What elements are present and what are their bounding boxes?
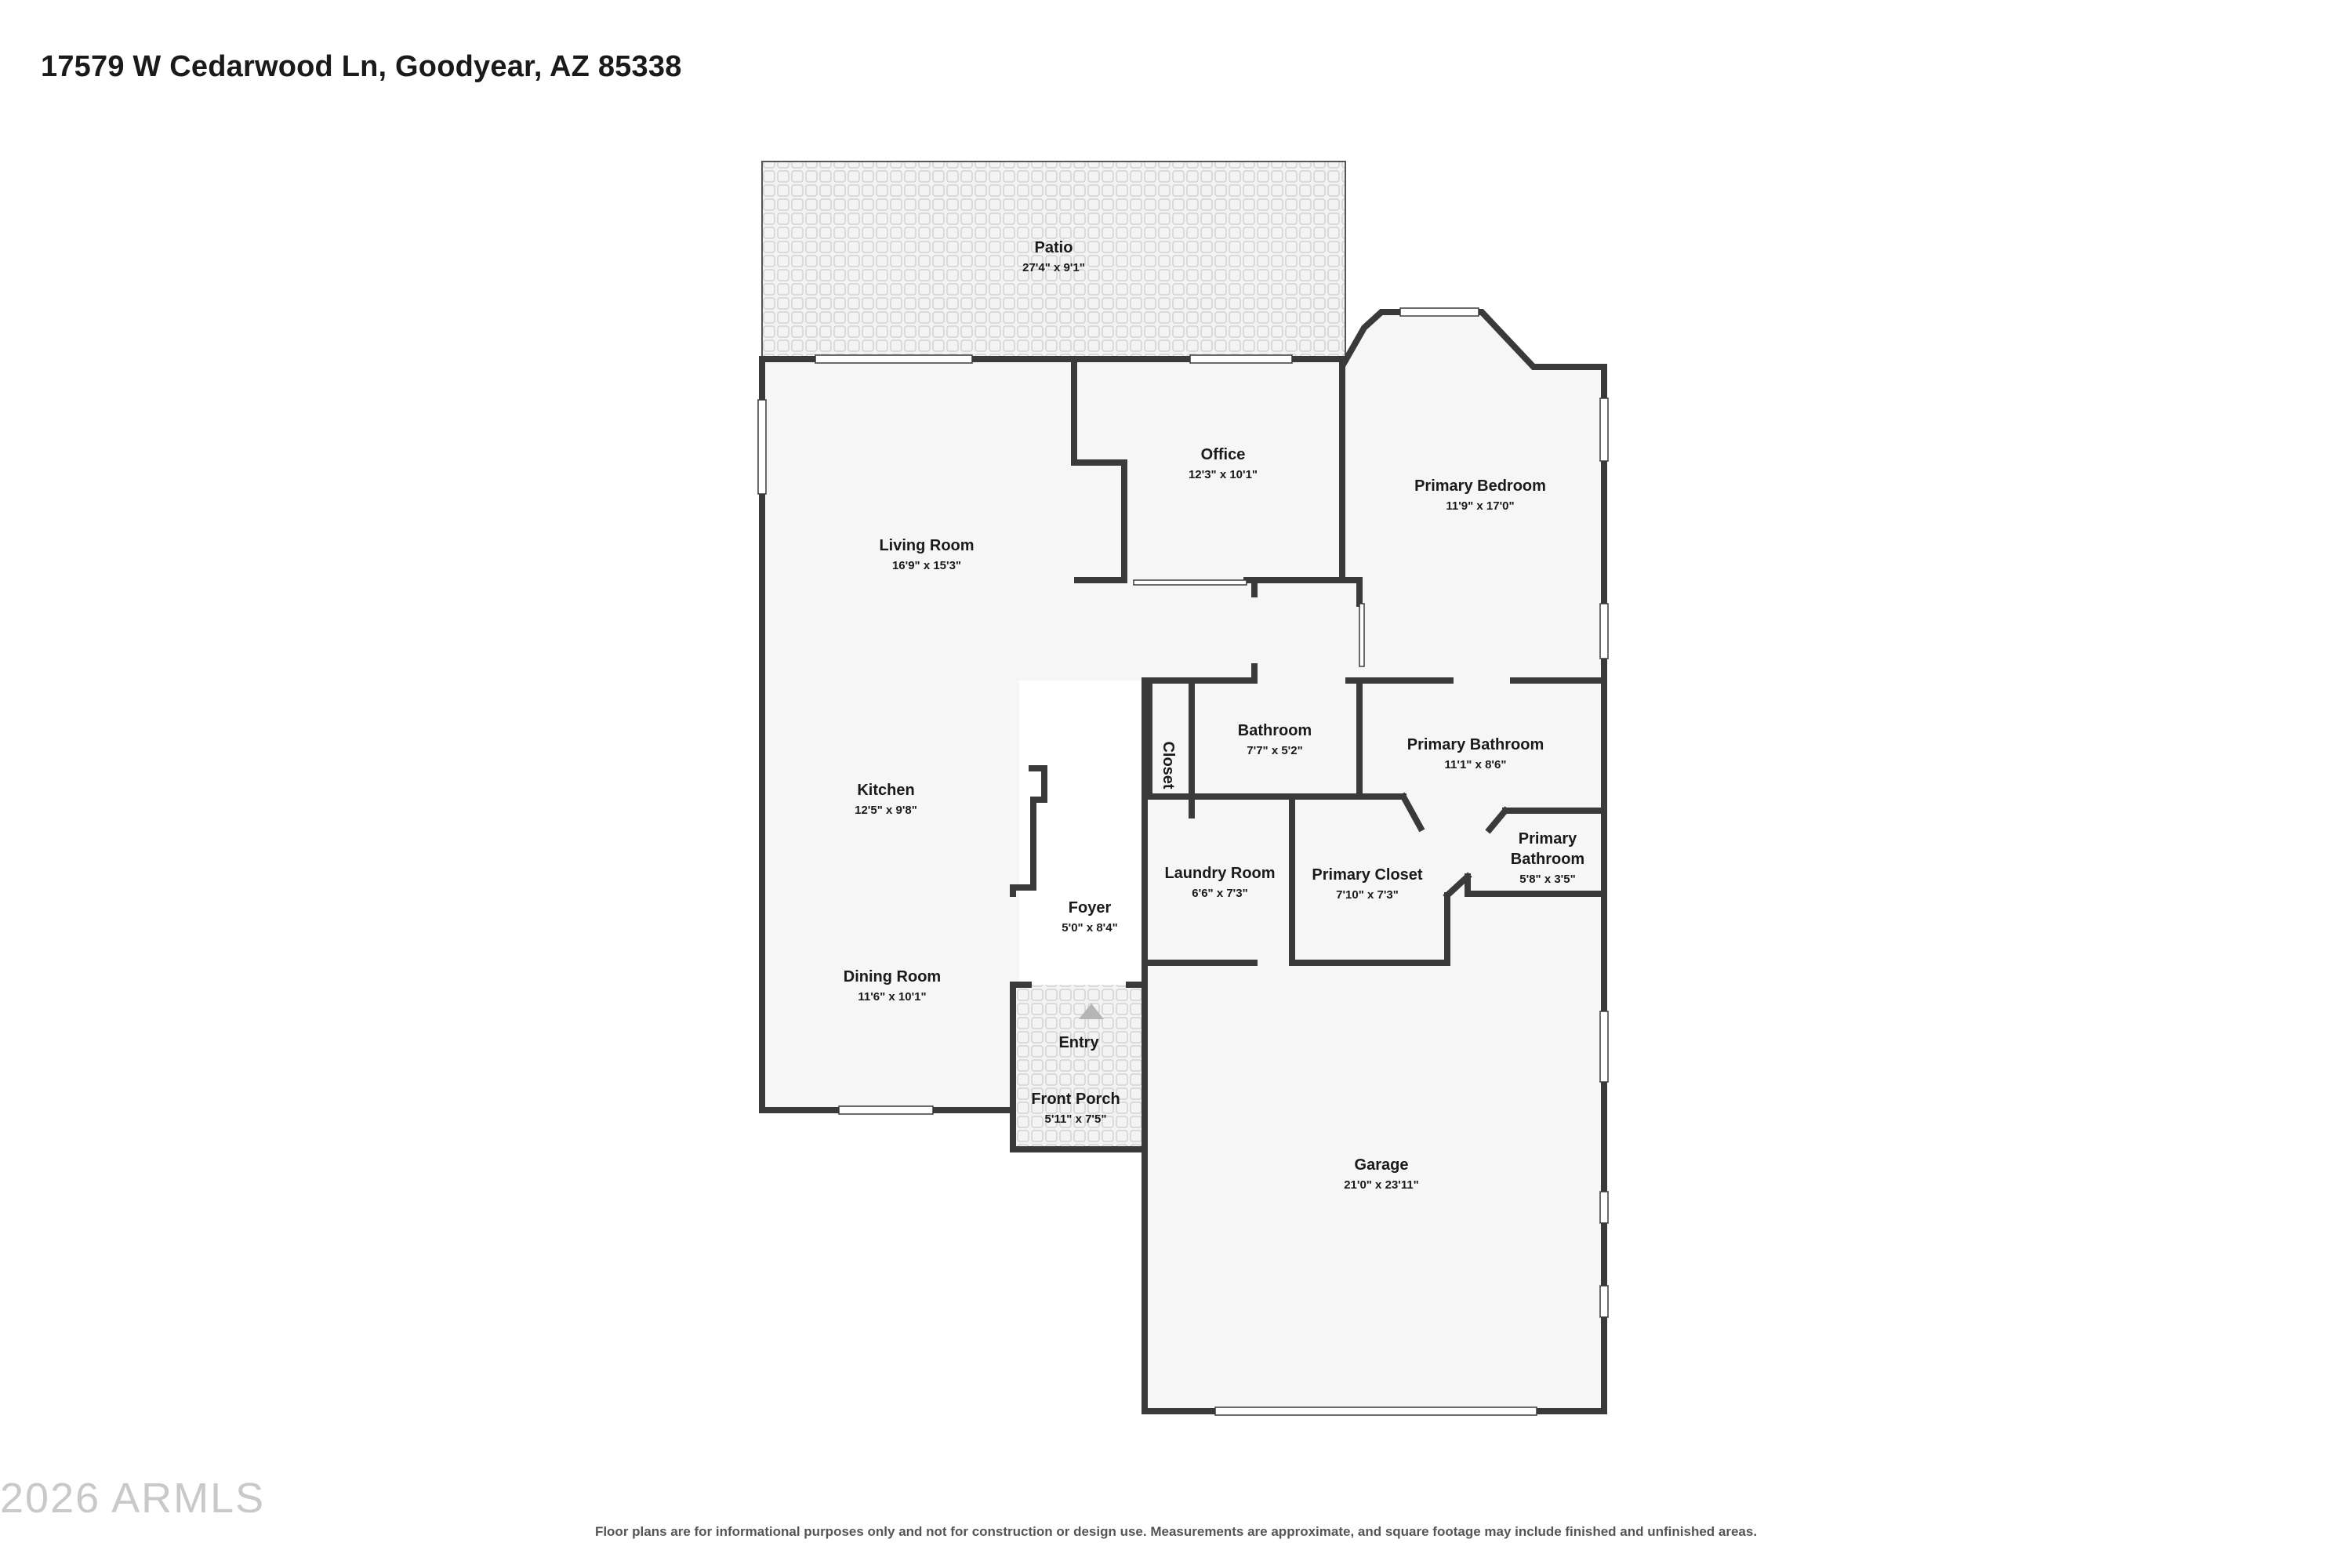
room-dims-patio: 27'4" x 9'1" (1022, 261, 1085, 274)
room-dims-living-room: 16'9" x 15'3" (892, 559, 961, 572)
room-dims-foyer: 5'0" x 8'4" (1062, 921, 1117, 935)
property-address: 17579 W Cedarwood Ln, Goodyear, AZ 85338 (41, 50, 682, 83)
room-dims-dining-room: 11'6" x 10'1" (858, 990, 926, 1004)
room-dims-bathroom: 7'7" x 5'2" (1247, 744, 1302, 757)
room-name-primary-bathroom: Primary Bathroom (1407, 736, 1544, 753)
room-name-kitchen: Kitchen (857, 782, 914, 799)
room-dims-primary-bathroom-2: 5'8" x 3'5" (1519, 873, 1575, 886)
room-dims-primary-closet: 7'10" x 7'3" (1336, 888, 1399, 902)
room-name-bathroom: Bathroom (1238, 722, 1312, 739)
room-dims-front-porch: 5'11" x 7'5" (1045, 1112, 1107, 1126)
room-dims-laundry-room: 6'6" x 7'3" (1192, 887, 1247, 900)
room-dims-primary-bedroom: 11'9" x 17'0" (1446, 499, 1514, 513)
room-name-office: Office (1201, 446, 1246, 463)
room-name-primary-bedroom: Primary Bedroom (1414, 477, 1546, 495)
room-dims-kitchen: 12'5" x 9'8" (855, 804, 917, 817)
room-name-front-porch: Front Porch (1031, 1091, 1120, 1108)
room-name-garage: Garage (1355, 1156, 1409, 1174)
room-dims-garage: 21'0" x 23'11" (1344, 1178, 1419, 1192)
room-dims-office: 12'3" x 10'1" (1189, 468, 1258, 481)
room-name-dining-room: Dining Room (844, 968, 941, 985)
windows (757, 307, 1609, 1416)
room-labels: Patio 27'4" x 9'1" Office 12'3" x 10'1" … (844, 239, 1584, 1192)
room-dims-primary-bathroom: 11'1" x 8'6" (1445, 758, 1507, 771)
room-name-foyer: Foyer (1069, 899, 1112, 916)
disclaimer-text: Floor plans are for informational purpos… (594, 1524, 1758, 1539)
entry-arrow-icon (1079, 1004, 1104, 1019)
room-name-living-room: Living Room (879, 537, 974, 554)
watermark-text: 2026 ARMLS (0, 1475, 266, 1522)
patio-area (761, 161, 1346, 360)
front-porch-area (1013, 985, 1145, 1149)
room-name-patio: Patio (1035, 239, 1073, 256)
room-name-primary-bathroom-2-line1: Primary (1519, 830, 1577, 848)
room-name-entry: Entry (1058, 1034, 1099, 1051)
room-name-primary-closet: Primary Closet (1312, 866, 1423, 884)
room-name-closet: Closet (1160, 741, 1177, 789)
room-name-laundry-room: Laundry Room (1164, 865, 1275, 882)
room-name-primary-bathroom-2-line2: Bathroom (1511, 851, 1584, 868)
